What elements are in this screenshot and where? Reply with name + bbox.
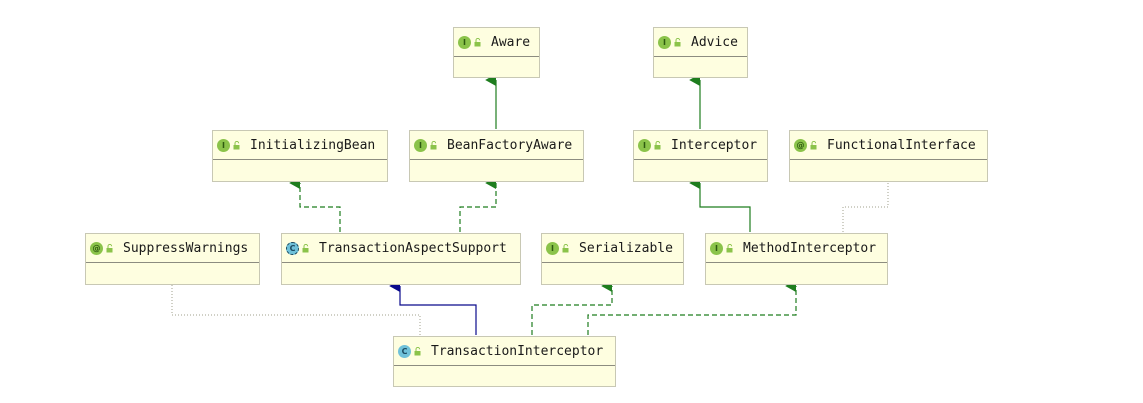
interface-icon: I: [546, 241, 559, 255]
unlocked-access-icon: [430, 140, 437, 149]
node-transactioninterceptor[interactable]: C TransactionInterceptor: [393, 336, 616, 387]
unlocked-access-icon: [302, 243, 309, 252]
node-functionalinterface[interactable]: @ FunctionalInterface: [789, 130, 988, 182]
abstract-class-icon: C: [286, 241, 299, 255]
node-transactionaspectsupport[interactable]: C TransactionAspectSupport: [281, 233, 521, 285]
node-name: TransactionAspectSupport: [319, 240, 507, 256]
interface-icon: I: [710, 241, 723, 255]
node-name: Aware: [491, 34, 531, 50]
node-aware[interactable]: I Aware: [453, 27, 540, 78]
node-serializable[interactable]: I Serializable: [541, 233, 684, 285]
node-initializingbean[interactable]: I InitializingBean: [212, 130, 388, 182]
unlocked-access-icon: [654, 140, 661, 149]
annotation-icon: @: [90, 241, 103, 255]
unlocked-access-icon: [674, 37, 681, 46]
node-suppresswarnings[interactable]: @ SuppressWarnings: [85, 233, 260, 285]
interface-icon: I: [217, 138, 230, 152]
interface-icon: I: [638, 138, 651, 152]
edge-methodinterceptor-functionalinterface: [842, 182, 889, 232]
node-name: FunctionalInterface: [827, 137, 976, 153]
node-advice[interactable]: I Advice: [653, 27, 748, 78]
unlocked-access-icon: [106, 243, 113, 252]
edge-transactioninterceptor-serializable: [531, 280, 613, 335]
unlocked-access-icon: [726, 243, 733, 252]
node-name: Advice: [691, 34, 738, 50]
unlocked-access-icon: [233, 140, 240, 149]
unlocked-access-icon: [474, 37, 481, 46]
edge-transactioninterceptor-suppresswarnings: [171, 285, 421, 335]
interface-icon: I: [414, 138, 427, 152]
node-name: TransactionInterceptor: [431, 343, 604, 359]
annotation-icon: @: [794, 138, 807, 152]
edge-tas-beanfactoryaware: [459, 177, 497, 232]
node-interceptor[interactable]: I Interceptor: [633, 130, 768, 182]
edge-tas-initializingbean: [289, 177, 341, 232]
node-name: SuppressWarnings: [123, 240, 249, 256]
node-name: Serializable: [579, 240, 673, 256]
node-name: MethodInterceptor: [743, 240, 877, 256]
unlocked-access-icon: [810, 140, 817, 149]
unlocked-access-icon: [414, 346, 421, 355]
interface-icon: I: [658, 35, 671, 49]
edge-transactioninterceptor-methodinterceptor: [587, 280, 797, 335]
class-icon: C: [398, 344, 411, 358]
edge-transactioninterceptor-tas: [389, 280, 477, 335]
edge-methodinterceptor-interceptor: [689, 177, 751, 232]
node-beanfactoryaware[interactable]: I BeanFactoryAware: [409, 130, 584, 182]
unlocked-access-icon: [562, 243, 569, 252]
node-name: InitializingBean: [250, 137, 376, 153]
interface-icon: I: [458, 35, 471, 49]
node-name: BeanFactoryAware: [447, 137, 573, 153]
node-methodinterceptor[interactable]: I MethodInterceptor: [705, 233, 888, 285]
node-name: Interceptor: [671, 137, 758, 153]
